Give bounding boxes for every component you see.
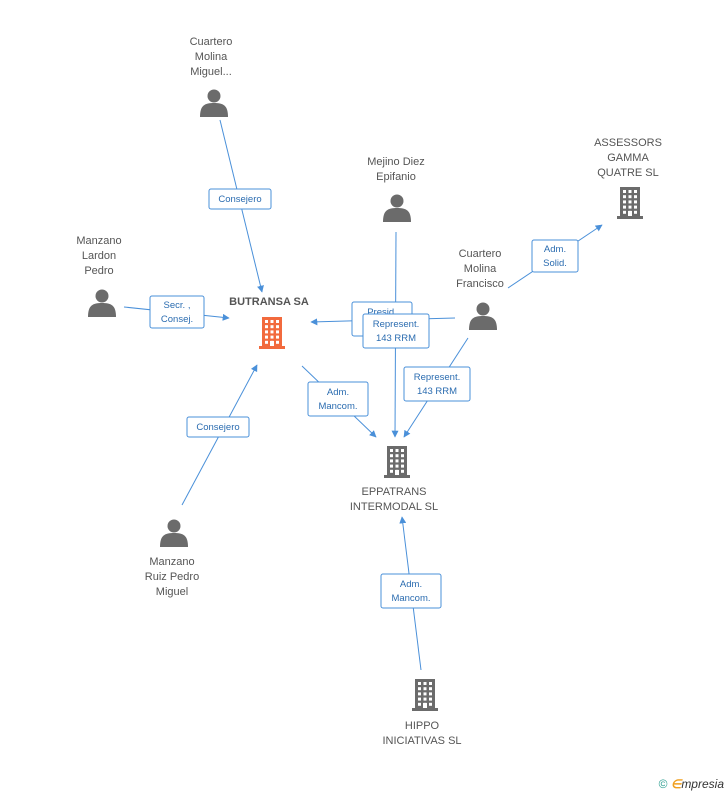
edge-label-box [380,573,442,609]
edge-label[interactable]: Represent. 143 RRM [362,313,430,349]
brand-logo[interactable]: ∈mpresia [670,777,724,791]
node-label: INTERMODAL SL [350,501,438,513]
person-icon[interactable] [160,519,188,548]
edge-label-box [307,381,369,417]
edge-label-text: Adm. [544,244,566,255]
edge-label[interactable]: Adm. Solid. [531,239,579,273]
node-label: Epifanio [376,171,416,183]
edge-label-box [362,313,430,349]
node-label: Francisco [456,278,504,290]
edge-label-text: Mancom. [318,401,357,412]
edge-label-box [403,366,471,402]
edge-label-text: Represent. [373,319,419,330]
node-cuartero-miguel[interactable]: CuarteroMolinaMiguel... [190,36,233,117]
edge-label-text: Consejero [218,194,261,205]
edge-label-box [186,416,250,438]
edge-label[interactable]: Represent. 143 RRM [403,366,471,402]
building-icon[interactable] [617,187,643,219]
node-butransa[interactable]: BUTRANSA SA [229,296,309,349]
person-icon[interactable] [200,89,228,118]
edge-label-text: Adm. [327,387,349,398]
person-icon[interactable] [383,194,411,223]
node-label: Lardon [82,250,116,262]
edge-label-text: Consej. [161,314,193,325]
edge-label[interactable]: Adm. Mancom. [307,381,369,417]
building-icon[interactable] [384,446,410,478]
node-label: EPPATRANS [362,486,427,498]
copyright-icon: © [658,777,668,791]
edge-label[interactable]: Consejero [186,416,250,438]
node-label: Molina [195,51,228,63]
node-eppatrans[interactable]: EPPATRANS INTERMODAL SL [350,446,438,513]
building-icon[interactable] [259,317,285,349]
edge-label[interactable]: Secr. , Consej. [149,295,205,329]
node-label: Cuartero [459,248,502,260]
edge-label[interactable]: Consejero [208,188,272,210]
copyright-notice: © ∈mpresia [659,777,724,791]
node-hippo[interactable]: HIPPO INICIATIVAS SL [382,679,462,747]
node-label: GAMMA [607,152,649,164]
node-label: Cuartero [190,36,233,48]
node-label: Miguel [156,586,188,598]
edge-label-box [531,239,579,273]
edge-label-text: 143 RRM [417,386,457,397]
edge-label-box [149,295,205,329]
node-label: Manzano [149,556,194,568]
edge-label-text: Solid. [543,258,567,269]
node-assessors[interactable]: ASSESSORS GAMMA QUATRE SL [594,137,662,219]
building-icon[interactable] [412,679,438,711]
edge-label-text: 143 RRM [376,333,416,344]
edge-label-text: Mancom. [391,593,430,604]
node-label: Manzano [76,235,121,247]
edge-label-text: Consejero [196,422,239,433]
node-label: Pedro [84,265,113,277]
node-label: ASSESSORS [594,137,662,149]
node-label: INICIATIVAS SL [382,735,461,747]
node-label: QUATRE SL [597,167,659,179]
edge-label-text: Adm. [400,579,422,590]
edge-label[interactable]: Adm. Mancom. [380,573,442,609]
node-label: Ruiz Pedro [145,571,199,583]
edge-label-text: Represent. [414,372,460,383]
node-label: Mejino Diez [367,156,424,168]
node-label: HIPPO [405,720,440,732]
edge-label-text: Presid. [367,307,397,318]
node-label: Miguel... [190,66,232,78]
node-label: BUTRANSA SA [229,296,309,308]
edge-label-box [208,188,272,210]
edge-label-text: Secr. , [164,300,191,311]
person-icon[interactable] [88,289,116,318]
person-icon[interactable] [469,302,497,331]
node-label: Molina [464,263,497,275]
